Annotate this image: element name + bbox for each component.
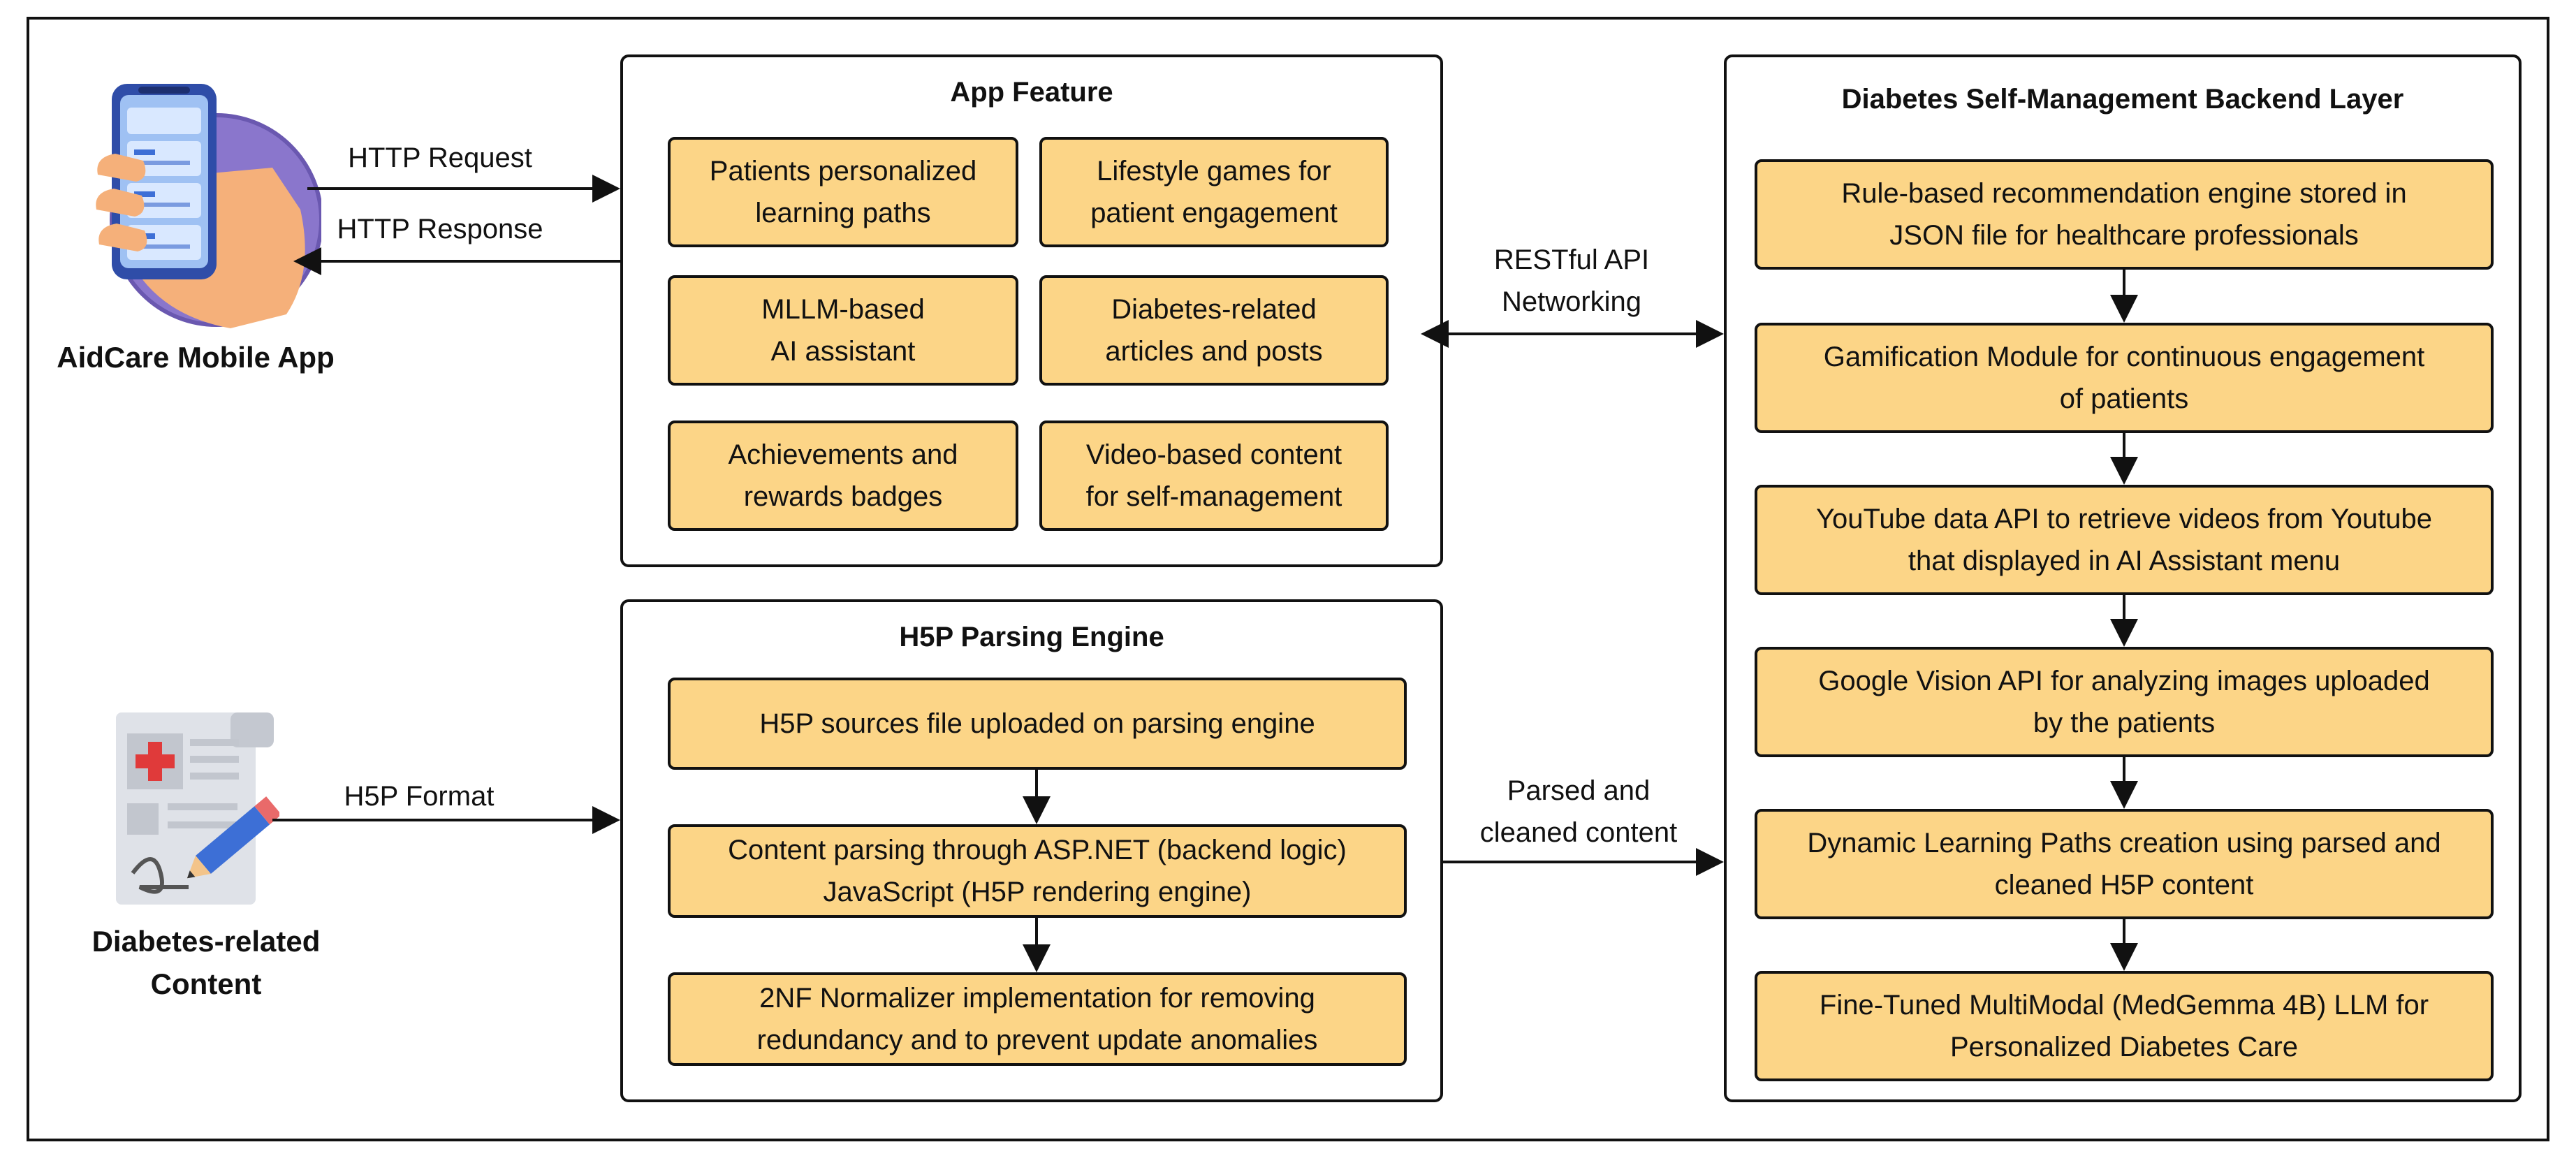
medical-document-pencil-icon — [116, 712, 281, 905]
http-request-label: HTTP Request — [348, 142, 532, 173]
mobile-app-label: AidCare Mobile App — [57, 341, 335, 374]
feature-video-content: Video-based content for self-management — [1039, 421, 1389, 531]
backend-youtube-api: YouTube data API to retrieve videos from… — [1755, 485, 2494, 595]
backend-title: Diabetes Self-Management Backend Layer — [1841, 84, 2404, 115]
http-response-label: HTTP Response — [337, 214, 543, 244]
h5p-format-label: H5P Format — [344, 781, 495, 812]
h5p-step-normalizer: 2NF Normalizer implementation for removi… — [668, 972, 1407, 1066]
h5p-step-upload: H5P sources file uploaded on parsing eng… — [668, 678, 1407, 770]
feature-lifestyle-games: Lifestyle games for patient engagement — [1039, 137, 1389, 247]
parsed-label: Parsed and cleaned content — [1479, 775, 1678, 848]
diagram-frame — [27, 17, 2549, 1141]
backend-llm: Fine-Tuned MultiModal (MedGemma 4B) LLM … — [1755, 971, 2494, 1081]
backend-vision-api: Google Vision API for analyzing images u… — [1755, 647, 2494, 757]
restful-label: RESTful API Networking — [1493, 244, 1650, 317]
feature-badges: Achievements and rewards badges — [668, 421, 1018, 531]
backend-learning-paths: Dynamic Learning Paths creation using pa… — [1755, 809, 2494, 919]
feature-learning-paths: Patients personalized learning paths — [668, 137, 1018, 247]
backend-gamification: Gamification Module for continuous engag… — [1755, 323, 2494, 433]
backend-rule-engine: Rule-based recommendation engine stored … — [1755, 159, 2494, 270]
h5p-engine-title: H5P Parsing Engine — [899, 622, 1164, 652]
content-label: Diabetes-related Content — [92, 925, 321, 1000]
feature-ai-assistant: MLLM-based AI assistant — [668, 275, 1018, 386]
smartphone-hand-icon — [96, 84, 323, 328]
mobile-app-actor — [70, 77, 323, 328]
h5p-step-parsing: Content parsing through ASP.NET (backend… — [668, 824, 1407, 918]
app-feature-title: App Feature — [950, 77, 1113, 108]
feature-articles: Diabetes-related articles and posts — [1039, 275, 1389, 386]
content-actor — [112, 705, 281, 908]
